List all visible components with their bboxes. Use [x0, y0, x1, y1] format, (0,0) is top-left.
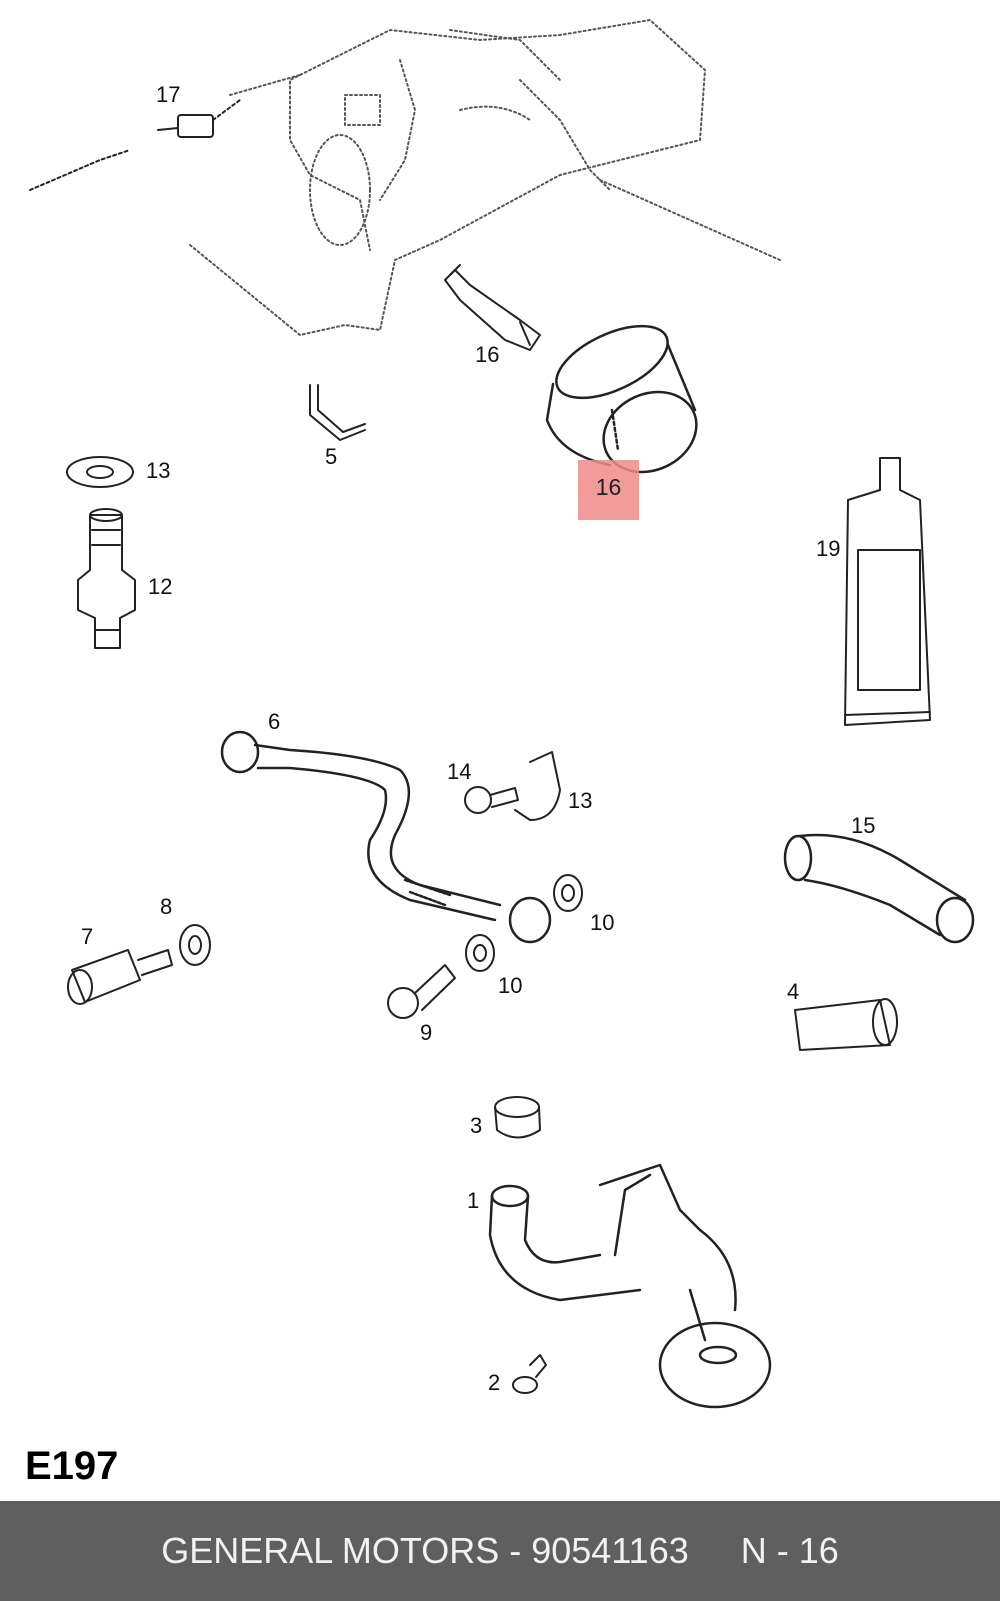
callout-16-highlighted: 16: [595, 474, 622, 500]
part-7-union: [67, 949, 173, 1005]
exploded-view-drawing: [29, 19, 975, 1409]
callout-17: 16: [475, 342, 500, 367]
footer-bar: GENERAL MOTORS - 90541163 N - 16: [0, 1501, 1000, 1601]
callout-3: 3: [470, 1113, 483, 1138]
part-3-ring: [494, 1096, 541, 1139]
part-12-bolt: [464, 786, 519, 814]
callout-10-b: 10: [498, 973, 523, 998]
part-10-washer-a: [553, 874, 583, 912]
brand-part-number: GENERAL MOTORS - 90541163: [161, 1530, 689, 1571]
part-5-pipe: [309, 384, 366, 441]
callout-19: 19: [816, 536, 841, 561]
part-19-sealant-tube: [844, 457, 931, 726]
diagram-code: E197: [25, 1444, 119, 1488]
callout-4: 4: [787, 979, 800, 1004]
part-8-washer: [179, 924, 211, 966]
callout-18: 17: [156, 82, 181, 107]
highlight-box: [578, 460, 639, 520]
callout-12: 14: [447, 759, 472, 784]
footer-text: GENERAL MOTORS - 90541163 N - 16: [0, 1501, 1000, 1601]
callout-2: 2: [488, 1370, 501, 1395]
part-10-washer-b: [465, 934, 495, 972]
part-14-washer: [66, 456, 134, 488]
callout-11: 13: [568, 788, 593, 813]
part-9-bolt: [387, 964, 456, 1019]
part-2-bolt: [512, 1354, 547, 1394]
part-13-fitting: [77, 508, 136, 649]
part-17-adapter: [444, 264, 541, 351]
part-6-oil-pipe: [220, 730, 552, 944]
part-4-sleeve: [794, 998, 898, 1051]
engine-block-outline: [189, 19, 781, 336]
callout-1: 1: [467, 1188, 480, 1213]
callout-13: 12: [148, 574, 173, 599]
callout-5: 5: [325, 444, 338, 469]
callout-14: 13: [146, 458, 171, 483]
callout-10-a: 10: [590, 910, 615, 935]
part-15-hose: [783, 833, 975, 944]
part-11-clip: [514, 751, 561, 821]
callout-6: 6: [268, 709, 281, 734]
callout-15: 15: [851, 813, 876, 838]
callout-9: 9: [420, 1020, 433, 1045]
parts-diagram: 17 16 5 13 12 19 6 14 13 15 8 7 10 10 4 …: [25, 19, 975, 1488]
callout-8: 8: [160, 894, 173, 919]
diagram-position: N - 16: [740, 1530, 839, 1571]
part-18-sensor: [29, 99, 241, 191]
part-1-oil-pickup: [488, 1163, 772, 1409]
callout-7: 7: [81, 924, 94, 949]
